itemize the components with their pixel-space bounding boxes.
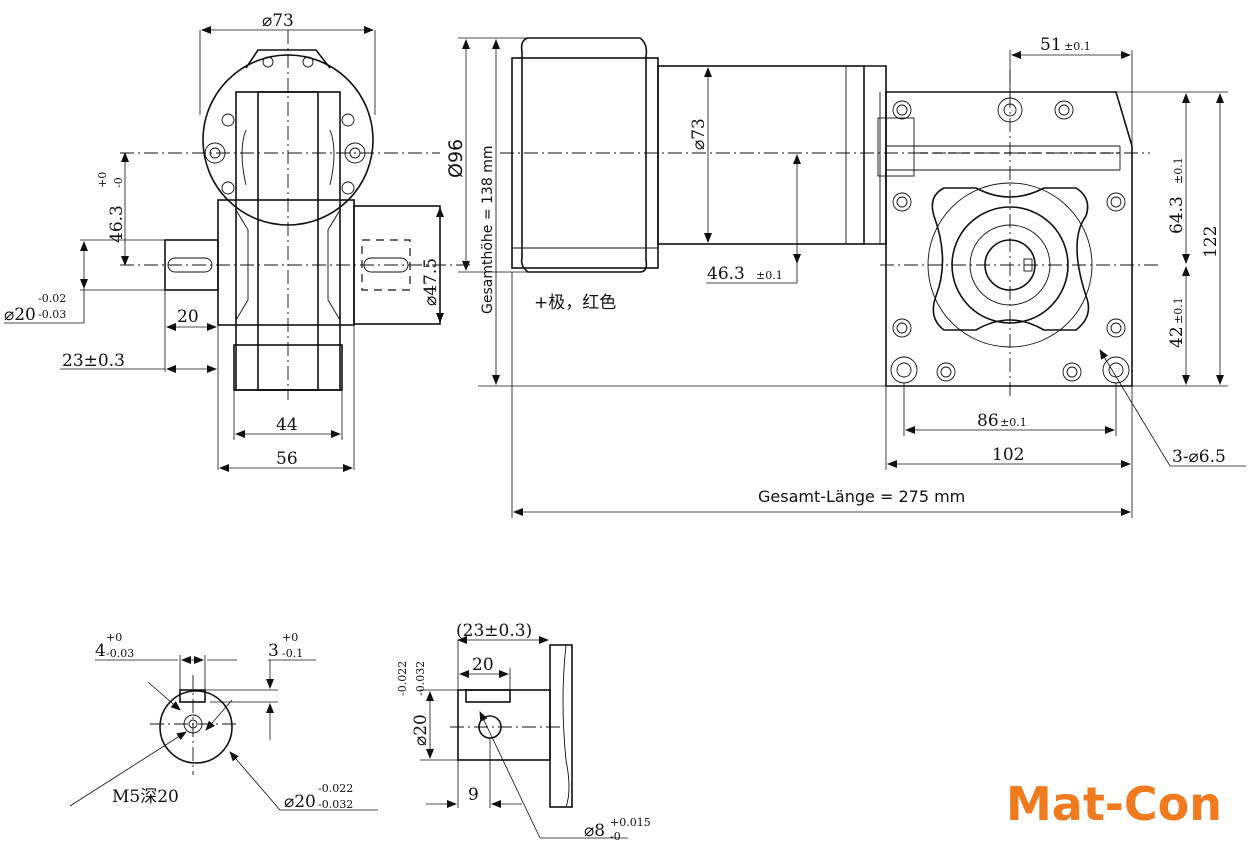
dim-20: 20 bbox=[177, 307, 199, 327]
dim-23: 23±0.3 bbox=[62, 351, 125, 371]
dim-9: 9 bbox=[468, 785, 479, 805]
dim-64-3: 64.3 bbox=[1167, 196, 1187, 234]
dim-d47-5: ⌀47.5 bbox=[421, 258, 441, 306]
dim-23-paren: (23±0.3) bbox=[456, 621, 532, 641]
brand-logo: Mat-Con bbox=[1006, 777, 1222, 831]
dim-102: 102 bbox=[992, 445, 1024, 465]
dim-d20-shaft-tol-upper: -0.02 bbox=[38, 292, 66, 305]
dim-d20-side-tol-lower: -0.032 bbox=[414, 661, 427, 696]
left-view-dimensions: ⌀73 46.3 +0 -0 ⌀20 -0.02 -0.03 20 23±0.3… bbox=[4, 11, 444, 472]
dim-56: 56 bbox=[276, 449, 298, 469]
gearbox-side-view bbox=[120, 30, 470, 400]
dim-d20-shaft-tol-lower: -0.03 bbox=[38, 308, 66, 321]
dim-total-length: Gesamt-Länge = 275 mm bbox=[758, 487, 965, 506]
dim-86: 86 bbox=[977, 411, 999, 431]
dim-d8: ⌀8 bbox=[584, 821, 605, 841]
label-thread: M5深20 bbox=[112, 787, 179, 807]
label-holes: 3-⌀6.5 bbox=[1172, 447, 1226, 467]
dim-key-depth-tol-lower: -0.1 bbox=[282, 647, 303, 660]
dim-d20-side: ⌀20 bbox=[411, 714, 431, 746]
shaft-side-view: (23±0.3) 20 ⌀20 -0.022 -0.032 9 ⌀8 +0.01… bbox=[396, 621, 651, 843]
dim-total-height: Gesamthöhe = 138 mm bbox=[480, 146, 496, 314]
dim-d73-top: ⌀73 bbox=[262, 11, 294, 31]
dim-d20-side-tol-upper: -0.022 bbox=[396, 661, 409, 696]
dim-key-width-tol-upper: +0 bbox=[106, 631, 122, 644]
dim-key-depth: 3 bbox=[268, 641, 279, 661]
dim-51: 51 bbox=[1040, 35, 1062, 55]
dim-46-3-left: 46.3 bbox=[107, 205, 127, 243]
dim-d73-motor: ⌀73 bbox=[689, 118, 709, 150]
dim-64-3-tol: ±0.1 bbox=[1172, 157, 1185, 184]
dim-44: 44 bbox=[276, 415, 298, 435]
dim-d8-tol-lower: -0 bbox=[610, 830, 621, 843]
dim-46-3-mid-tol: ±0.1 bbox=[756, 269, 783, 282]
dim-d20-end-tol-lower: -0.032 bbox=[318, 798, 353, 811]
dim-122: 122 bbox=[1201, 226, 1221, 258]
label-polarity-note: +极，红色 bbox=[534, 293, 616, 313]
dim-20-side: 20 bbox=[472, 655, 494, 675]
dim-42: 42 bbox=[1167, 326, 1187, 348]
dim-d20-end-tol-upper: -0.022 bbox=[318, 782, 353, 795]
dim-42-tol: ±0.1 bbox=[1172, 297, 1185, 324]
dim-d8-tol-upper: +0.015 bbox=[610, 816, 651, 829]
dim-d96: Ø96 bbox=[445, 139, 467, 178]
dim-51-tol: ±0.1 bbox=[1064, 40, 1091, 53]
dim-46-3-left-tol-lower: -0 bbox=[112, 177, 125, 188]
dim-key-depth-tol-upper: +0 bbox=[282, 631, 298, 644]
dim-46-3-left-tol-upper: +0 bbox=[96, 172, 109, 188]
dim-d20-end: ⌀20 bbox=[284, 792, 316, 812]
dim-d20-shaft: ⌀20 bbox=[4, 305, 36, 325]
dim-key-width: 4 bbox=[95, 641, 106, 661]
dim-key-width-tol-lower: -0.03 bbox=[106, 647, 134, 660]
dim-46-3-mid: 46.3 bbox=[707, 264, 745, 284]
dim-86-tol: ±0.1 bbox=[1000, 416, 1027, 429]
main-view-dimensions: Ø96 Gesamthöhe = 138 mm ⌀73 46.3 ±0.1 51… bbox=[445, 35, 1246, 518]
shaft-end-view: 4 +0 -0.03 3 +0 -0.1 M5深20 ⌀20 -0.022 -0… bbox=[69, 631, 378, 812]
